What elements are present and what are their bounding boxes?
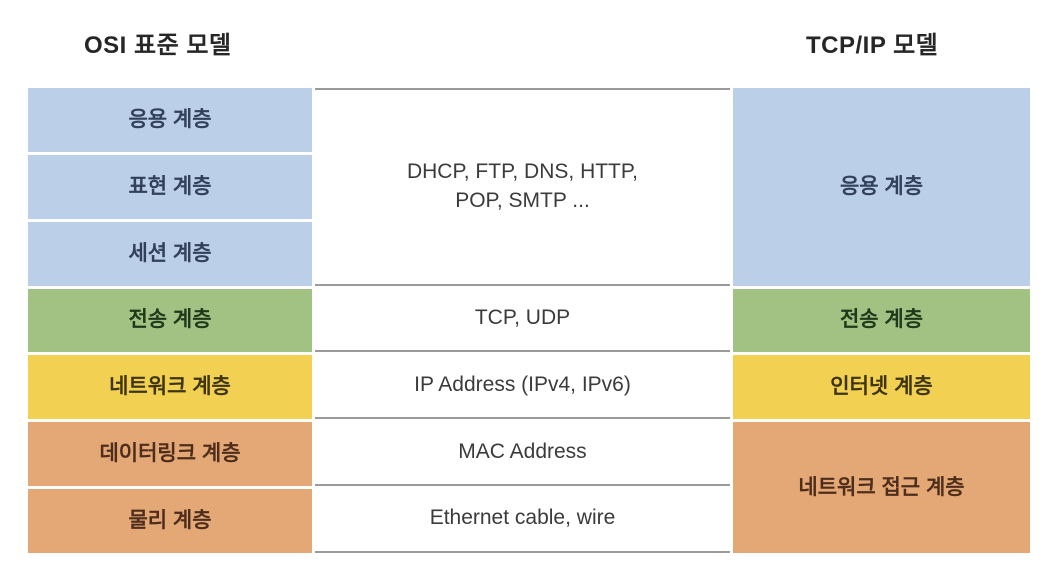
osi-model-title: OSI 표준 모델: [84, 32, 232, 59]
osi-layer-transport: 전송 계층: [28, 288, 312, 353]
osi-layer-presentation: 표현 계층: [28, 154, 312, 219]
osi-layer-application: 응용 계층: [28, 88, 312, 152]
osi-layers-column: 응용 계층 표현 계층 세션 계층 전송 계층 네트워크 계층 데이터링크 계층…: [28, 88, 312, 554]
tcpip-layer-internet: 인터넷 계층: [733, 355, 1030, 420]
protocols-network-cell: IP Address (IPv4, IPv6): [315, 350, 730, 418]
tcpip-layer-network-access: 네트워크 접근 계층: [733, 422, 1030, 554]
protocols-application-cell: DHCP, FTP, DNS, HTTP, POP, SMTP ...: [315, 90, 730, 284]
osi-layer-session: 세션 계층: [28, 221, 312, 286]
tcpip-model-title: TCP/IP 모델: [806, 32, 939, 59]
tcpip-layer-application: 응용 계층: [733, 88, 1030, 286]
osi-layer-network: 네트워크 계층: [28, 355, 312, 420]
tcpip-layers-column: 응용 계층 전송 계층 인터넷 계층 네트워크 접근 계층: [733, 88, 1030, 554]
tcpip-layer-transport: 전송 계층: [733, 288, 1030, 353]
protocols-application-line1: DHCP, FTP, DNS, HTTP,: [406, 160, 639, 184]
protocols-transport-cell: TCP, UDP: [315, 283, 730, 351]
protocols-application-line2: POP, SMTP ...: [455, 188, 590, 212]
protocols-column: DHCP, FTP, DNS, HTTP, POP, SMTP ... TCP,…: [315, 88, 730, 553]
osi-layer-datalink: 데이터링크 계층: [28, 422, 312, 487]
protocols-datalink-cell: MAC Address: [315, 417, 730, 485]
protocols-physical-cell: Ethernet cable, wire: [315, 484, 730, 552]
osi-layer-physical: 물리 계층: [28, 489, 312, 554]
